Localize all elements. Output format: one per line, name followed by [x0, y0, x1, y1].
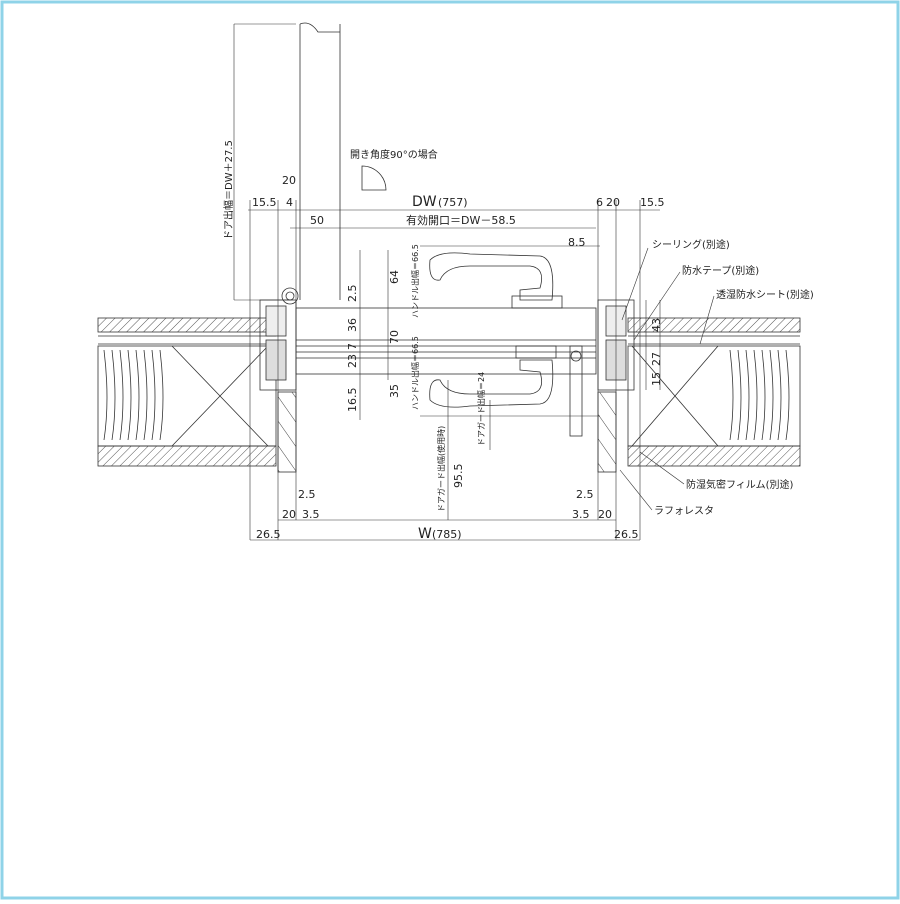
- dim-20-bottom-right: 20: [598, 508, 612, 521]
- breathable-sheet-label: 透湿防水シート(別途): [716, 288, 814, 301]
- dim-15: 15: [650, 372, 663, 386]
- insulation-right: [627, 345, 801, 467]
- dim-3-5-bottom-left: 3.5: [302, 508, 320, 521]
- handle-projection-lower: ハンドル出幅＝66.5: [410, 336, 420, 410]
- dim-2-5-top: 2.5: [346, 285, 359, 303]
- dim-95-5: 95.5: [452, 464, 465, 489]
- lath-label: ラフォレスタ: [654, 505, 714, 517]
- overall-width-label: W: [418, 526, 432, 542]
- exterior-siding-left: [97, 317, 277, 345]
- dim-7: 7: [346, 343, 359, 350]
- waterproof-tape-label: 防水テープ(別途): [682, 264, 759, 277]
- dim-43: 43: [650, 318, 663, 332]
- dim-16-5: 16.5: [346, 388, 359, 413]
- doorguard-projection-label: ドアガード出幅＝24: [476, 372, 486, 446]
- overall-width-value: (785): [432, 528, 462, 541]
- open-door-leaf: [281, 22, 341, 305]
- dim-50: 50: [310, 214, 324, 227]
- door-width-label: DW: [412, 194, 437, 210]
- dim-35: 35: [388, 384, 401, 398]
- vapor-film-label: 防湿気密フィルム(別途): [686, 478, 794, 491]
- sealing-label: シーリング(別途): [652, 238, 730, 251]
- dim-20-bottom-left: 20: [282, 508, 296, 521]
- dim-20-top: 20: [282, 174, 296, 187]
- door-leaf: [295, 307, 597, 375]
- dim-6: 6: [596, 196, 603, 209]
- dim-27: 27: [650, 352, 663, 366]
- dim-8-5: 8.5: [568, 236, 586, 249]
- frame-profile-left: [259, 299, 297, 391]
- dim-15-5-right: 15.5: [640, 196, 665, 209]
- dim-2-5-bottom-left: 2.5: [298, 488, 316, 501]
- door-width-value: (757): [438, 196, 468, 209]
- dim-23: 23: [346, 354, 359, 368]
- dim-26-5-left: 26.5: [256, 528, 281, 541]
- dim-15-5-left: 15.5: [252, 196, 277, 209]
- exterior-siding-right: [627, 317, 801, 345]
- effective-opening-label: 有効開口＝DW－58.5: [406, 213, 516, 227]
- dim-3-5-bottom-right: 3.5: [572, 508, 590, 521]
- dim-4: 4: [286, 196, 293, 209]
- door-projection-label: ドア出幅＝DW＋27.5: [222, 140, 235, 240]
- jamb-post-right: [597, 391, 617, 473]
- dim-36: 36: [346, 318, 359, 332]
- handle-upper: [429, 252, 563, 309]
- insulation-left: [97, 345, 277, 467]
- open-angle-label: 開き角度90°の場合: [350, 148, 438, 161]
- doorguard-projection-use-label: ドアガード出幅(使用時): [436, 426, 446, 512]
- handle-projection-upper: ハンドル出幅＝66.5: [410, 244, 420, 318]
- door-guard: [569, 345, 583, 437]
- handle-lower: [429, 345, 557, 408]
- dim-20-right: 20: [606, 196, 620, 209]
- dim-26-5-right: 26.5: [614, 528, 639, 541]
- dim-70: 70: [388, 330, 401, 344]
- dim-64: 64: [388, 270, 401, 284]
- jamb-post-left: [277, 391, 297, 473]
- dim-2-5-bottom-right: 2.5: [576, 488, 594, 501]
- open-angle-symbol: [361, 165, 387, 191]
